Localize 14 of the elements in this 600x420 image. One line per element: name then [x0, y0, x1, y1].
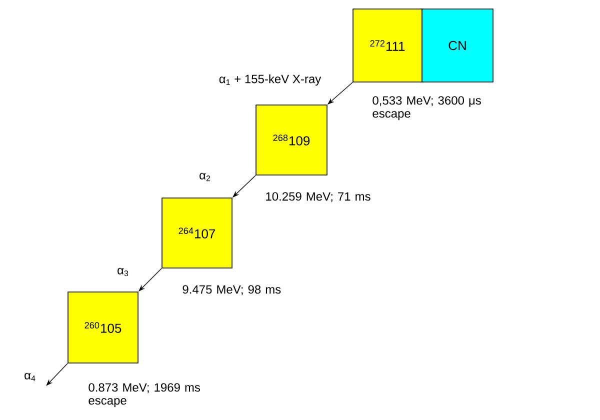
nuclide-box: $^{268}$109 [256, 104, 328, 176]
decay-data: 10.259 MeV; 71 ms [266, 192, 370, 202]
decay-data: 0,533 MeV; 3600 μs escape [372, 96, 481, 120]
nuclide-box: $^{260}$105 [68, 292, 138, 364]
decay-data: 9.475 MeV; 98 ms [182, 285, 281, 296]
nuclide-box: $^{272}$111 [352, 8, 422, 82]
nuclide-box: $^{264}$107 [162, 198, 232, 268]
nuclide-box: CN [422, 8, 494, 82]
arrow [46, 363, 68, 386]
edge-label: α$_{2}$ [200, 172, 210, 182]
edge-label: α$_{1}$ + 155-keV X-ray [219, 74, 322, 86]
decay-data: 0.873 MeV; 1969 ms escape [88, 383, 200, 408]
edge-label: α$_{4}$ [24, 372, 36, 382]
edge-label: α$_{3}$ [118, 268, 128, 276]
